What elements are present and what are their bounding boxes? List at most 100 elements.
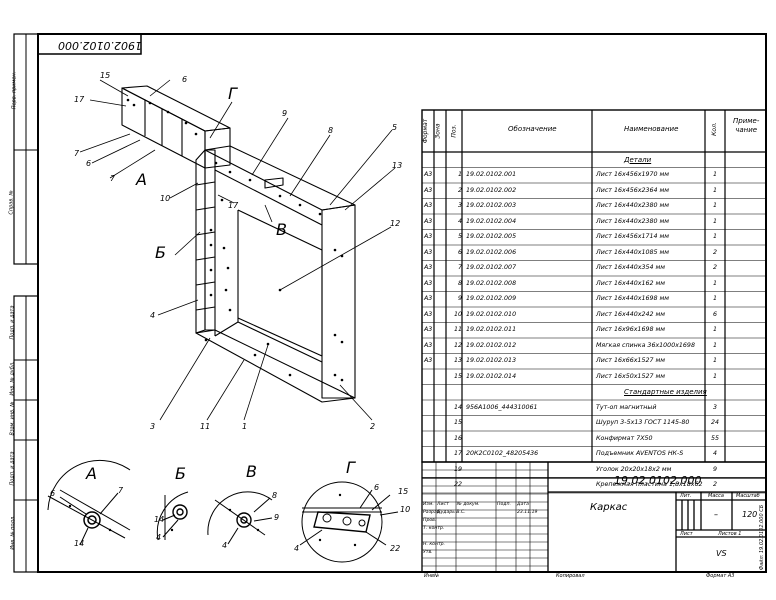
callout-13: 13	[392, 161, 403, 170]
spec-cell-n: Уголок 20х20х18х2 мм	[596, 465, 672, 473]
spec-cell-n: Лист 16х456х1714 мм	[596, 233, 669, 240]
spec-cell-q: 1	[712, 186, 717, 194]
spec-cell-n: Шуруп 3-5х13 ГОСТ 1145-80	[596, 419, 690, 426]
spec-cell-p: 15	[453, 419, 462, 426]
spec-cell-n: Лист 16х440х242 мм	[596, 310, 665, 318]
spec-cell-n: Тут-оп магнитный	[596, 403, 657, 411]
title-org: VS	[716, 549, 727, 558]
title-role-date: 23.11.19	[517, 510, 538, 515]
detail-a-6: 6	[50, 489, 56, 498]
spec-cell-n: Лист 16х456х2364 мм	[596, 186, 669, 194]
spec-cell-p: 9	[457, 295, 462, 302]
spec-header-name: Наименование	[624, 125, 679, 133]
detail-g-10: 10	[400, 505, 411, 514]
spec-cell-q: 2	[712, 248, 717, 256]
callout-7-b: 7	[110, 174, 116, 183]
spec-cell-q: 1	[712, 233, 717, 240]
spec-cell-f: А3	[424, 264, 433, 271]
spec-cell-d: 19.02.0102.012	[466, 341, 517, 349]
spec-cell-q: 1	[712, 202, 717, 209]
title-role-name: Лист	[437, 502, 449, 507]
spec-cell-q: 24	[710, 419, 719, 426]
spec-cell-p: 8	[457, 279, 462, 287]
detail-a-14: 14	[74, 539, 85, 548]
detail-v-4: 4	[222, 541, 228, 550]
title-role-role: Изм.	[423, 502, 434, 507]
spec-cell-f: А3	[424, 217, 433, 225]
rotated-designation: 1902.0102.000	[58, 39, 142, 52]
spec-cell-n: Лист 16х456х1970 мм	[596, 171, 669, 178]
detail-a-title: А	[86, 464, 97, 483]
callout-7: 7	[74, 149, 80, 158]
spec-cell-d: 19.02.0102.011	[466, 326, 517, 333]
spec-cell-n: Крепежная пластина 1,8х18х62	[596, 481, 703, 488]
spec-header-pos: Поз.	[450, 124, 458, 138]
callout-3: 3	[150, 422, 156, 431]
strip-label-6: Подп. и дата	[9, 451, 16, 486]
title-mass: –	[714, 510, 718, 519]
spec-cell-p: 22	[453, 481, 462, 488]
title-lit-label: Лит.	[680, 493, 692, 499]
title-role-role: Т. контр.	[423, 526, 445, 531]
spec-cell-d: 19.02.0102.001	[466, 171, 517, 178]
title-role-role: Н. контр.	[423, 542, 446, 547]
spec-cell-p: 1	[457, 171, 462, 178]
spec-cell-q: 1	[712, 217, 717, 225]
detail-b-14: 14	[154, 515, 165, 524]
spec-cell-n: Стандартные изделия	[624, 388, 707, 396]
detail-g-6: 6	[374, 483, 380, 492]
spec-cell-p: 5	[457, 233, 462, 240]
spec-cell-n: Детали	[624, 155, 652, 164]
callout-12: 12	[390, 219, 401, 228]
title-role-name: Дударь В.С.	[437, 510, 466, 515]
spec-cell-d: 19.02.0102.013	[466, 357, 517, 364]
spec-cell-q: 1	[712, 357, 717, 364]
detail-g-22: 22	[390, 544, 401, 553]
spec-cell-p: 2	[457, 186, 462, 194]
spec-cell-p: 4	[457, 217, 462, 225]
title-role-role: Утв.	[423, 550, 433, 555]
side-file-text: Файл: 19.02.0102.000 СБ	[759, 504, 766, 571]
title-scale: 120	[742, 510, 758, 519]
spec-cell-p: 7	[457, 264, 462, 271]
detail-v-9: 9	[274, 513, 280, 522]
spec-cell-p: 11	[453, 326, 462, 333]
spec-cell-q: 1	[712, 171, 717, 178]
spec-cell-f: А3	[424, 171, 433, 178]
spec-cell-d: 19.02.0102.005	[466, 233, 517, 240]
spec-cell-q: 9	[712, 465, 717, 473]
strip-label-3: Подп. и дата	[9, 305, 16, 340]
title-name: Каркас	[590, 502, 628, 513]
detail-g-15: 15	[398, 487, 409, 496]
spec-header-note: Приме- чание	[733, 117, 760, 135]
spec-cell-d: 19.02.0102.010	[466, 310, 517, 318]
title-mass-label: Масса	[708, 493, 724, 499]
callout-10: 10	[160, 194, 171, 203]
callout-6-b: 6	[86, 159, 92, 168]
spec-cell-f: А3	[424, 295, 433, 302]
title-role-role: Разраб.	[423, 510, 442, 515]
spec-cell-q: 6	[712, 310, 717, 318]
detail-v-title: В	[246, 462, 257, 481]
spec-cell-p: 14	[453, 403, 462, 411]
strip-label-2: Справ. №	[8, 190, 15, 215]
spec-cell-n: Лист 16х50х1527 мм	[596, 372, 665, 380]
callout-17: 17	[74, 95, 85, 104]
spec-cell-p: 15	[453, 372, 462, 380]
spec-cell-p: 12	[453, 341, 462, 349]
view-label-v: В	[276, 220, 287, 239]
callout-6: 6	[182, 75, 188, 84]
spec-cell-n: Конфирмат 7Х50	[596, 434, 653, 442]
spec-cell-p: 6	[457, 248, 462, 256]
view-label-b: Б	[155, 243, 166, 262]
spec-cell-d: 956А1006_444310061	[466, 403, 538, 411]
view-label-g: Г	[228, 84, 237, 103]
spec-cell-p: 17	[453, 450, 462, 457]
spec-header-designation: Обозначение	[508, 125, 557, 133]
callout-4: 4	[150, 311, 156, 320]
strip-label-5: Взам. инв. №	[9, 401, 16, 436]
spec-cell-f: А3	[424, 202, 433, 209]
callout-8: 8	[328, 126, 334, 135]
spec-cell-d: 19.02.0102.008	[466, 279, 517, 287]
